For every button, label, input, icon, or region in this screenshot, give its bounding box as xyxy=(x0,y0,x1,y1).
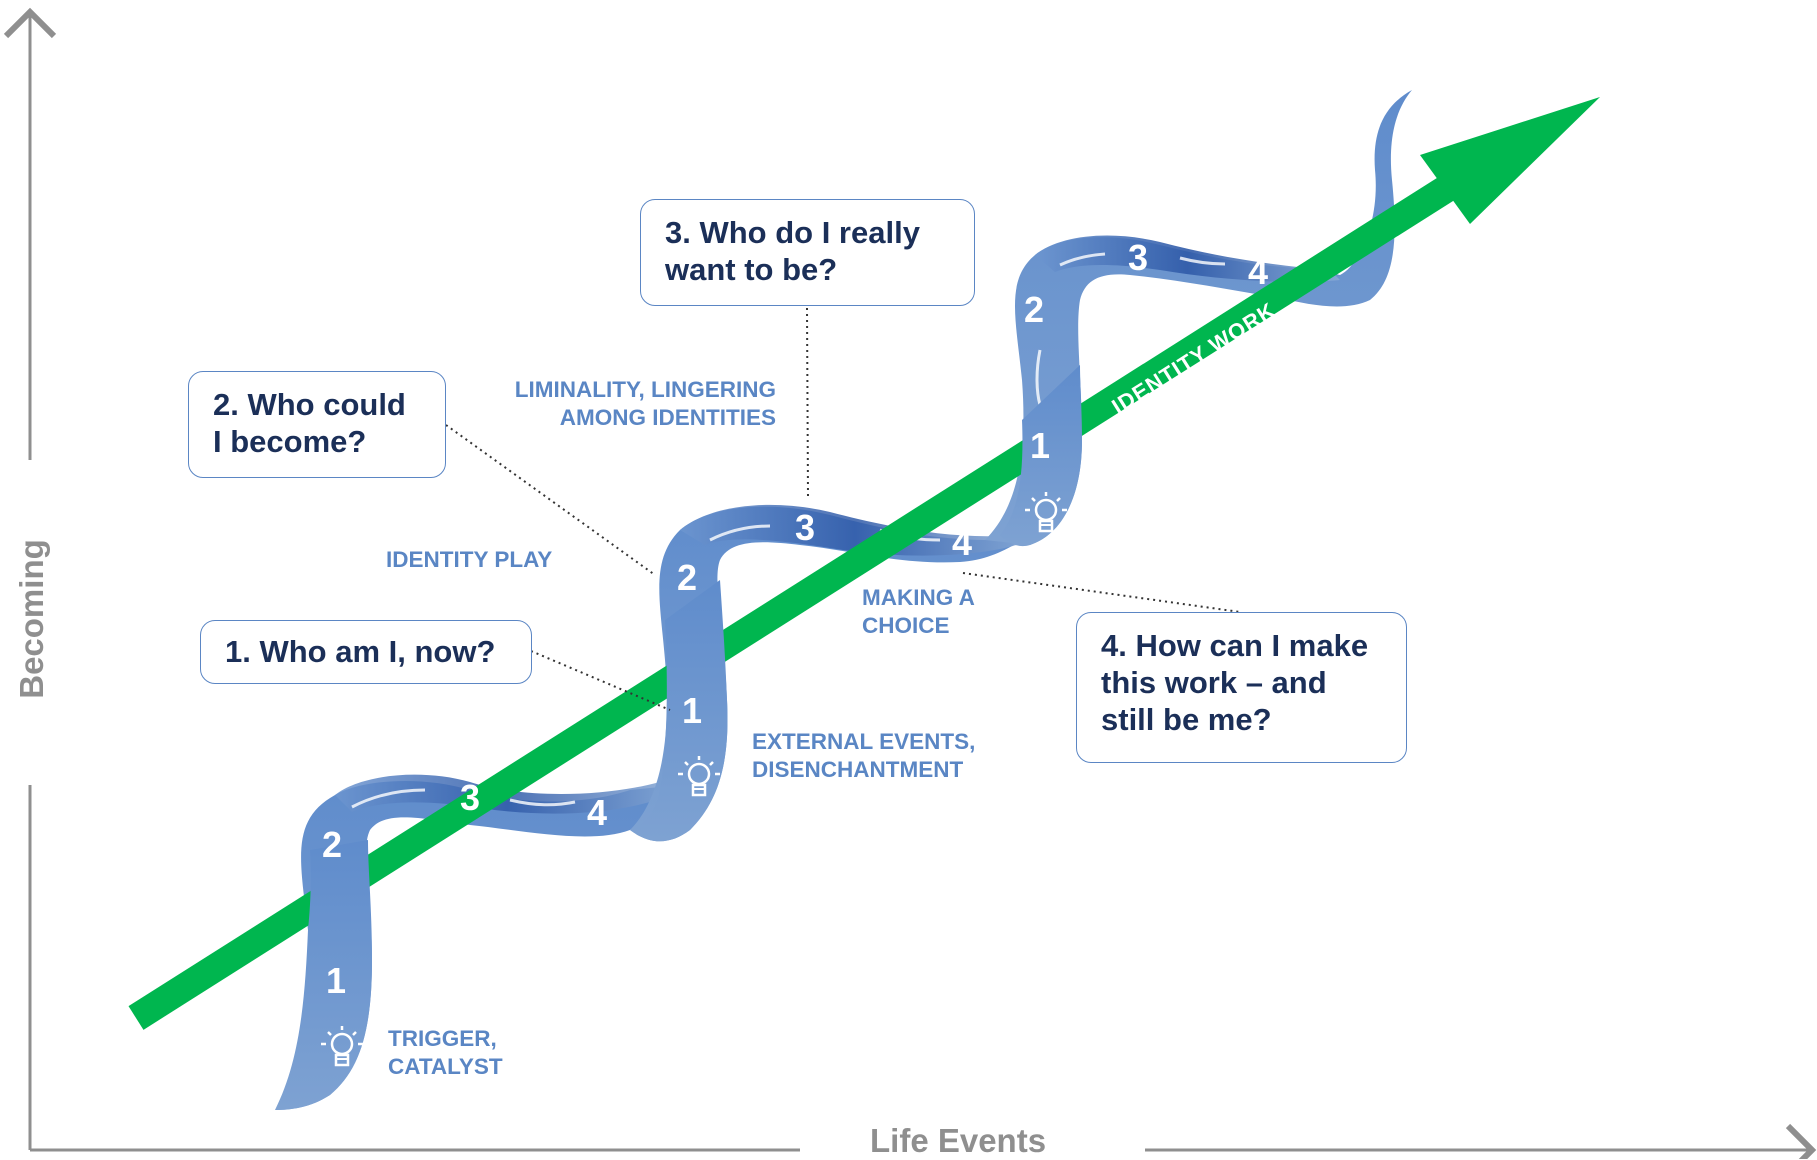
step-number: 1 xyxy=(1030,425,1050,466)
step-number: 3 xyxy=(1128,237,1148,278)
step-number: 1 xyxy=(326,960,346,1001)
step-number: 1 xyxy=(682,690,702,731)
phase-label-trigger: TRIGGER, CATALYST xyxy=(388,1026,503,1079)
step-number: 4 xyxy=(952,522,972,563)
question-box-3: 3. Who do I really want to be? xyxy=(640,199,975,306)
leader-lines xyxy=(445,307,1241,711)
phase-label-liminality: LIMINALITY, LINGERING AMONG IDENTITIES xyxy=(514,377,776,430)
question-box-4: 4. How can I make this work – and still … xyxy=(1076,612,1407,763)
y-axis-label: Becoming xyxy=(13,539,50,699)
phase-label-identity-play: IDENTITY PLAY xyxy=(386,547,553,572)
step-number: 4 xyxy=(1248,251,1268,292)
step-number: 2 xyxy=(677,557,697,598)
ribbon-front xyxy=(275,365,1082,1110)
step-number: 3 xyxy=(460,777,480,818)
question-box-2: 2. Who could I become? xyxy=(188,371,446,478)
phase-label-external: EXTERNAL EVENTS, DISENCHANTMENT xyxy=(752,729,976,782)
question-box-1: 1. Who am I, now? xyxy=(200,620,532,684)
step-number: 2 xyxy=(1024,289,1044,330)
question-3-text: 3. Who do I really want to be? xyxy=(665,215,920,287)
question-1-text: 1. Who am I, now? xyxy=(225,634,496,669)
question-4-text: 4. How can I make this work – and still … xyxy=(1101,628,1369,737)
phase-label-making-choice: MAKING A CHOICE xyxy=(862,585,975,638)
question-2-text: 2. Who could I become? xyxy=(213,387,406,459)
step-number: 4 xyxy=(587,792,607,833)
step-number: 3 xyxy=(795,507,815,548)
x-axis-label: Life Events xyxy=(870,1122,1047,1159)
arrow-label: IDENTITY WORK xyxy=(1107,297,1280,419)
step-numbers: 1 2 3 4 1 2 3 4 1 2 3 4 xyxy=(322,237,1268,1001)
step-number: 2 xyxy=(322,824,342,865)
